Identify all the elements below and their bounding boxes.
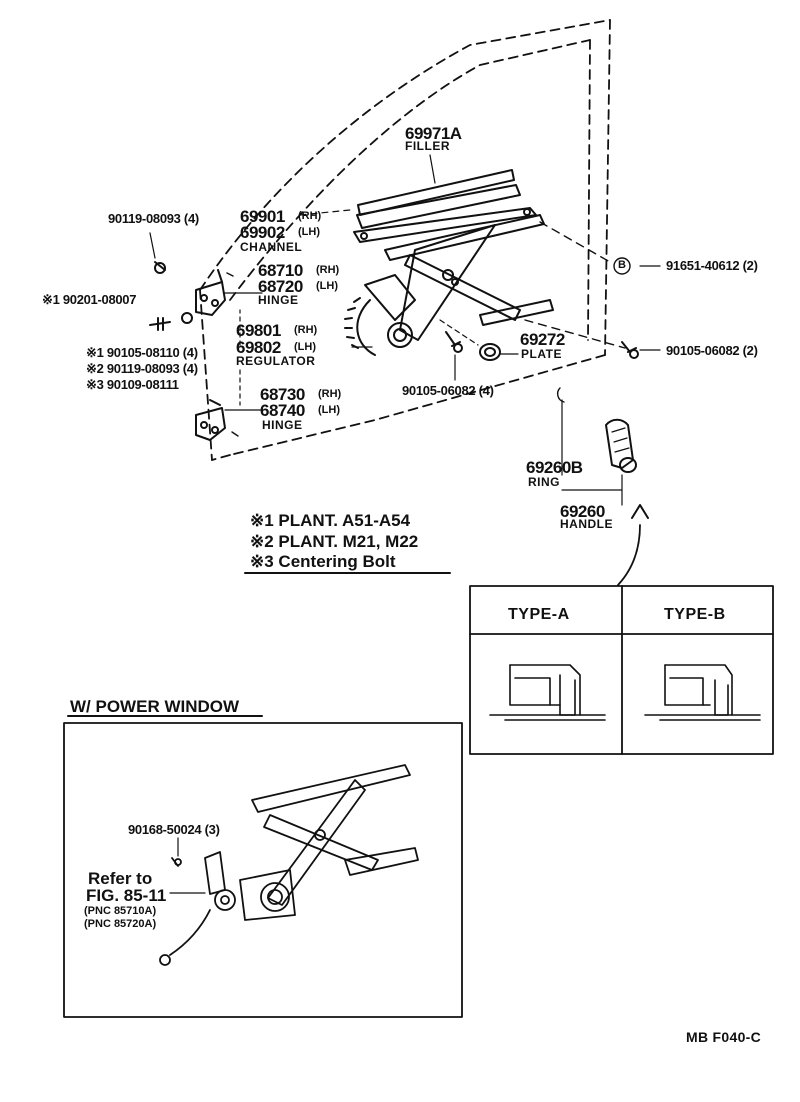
regulator-part-name: REGULATOR xyxy=(236,354,316,368)
refer-pnc-1: (PNC 85710A) xyxy=(84,905,157,917)
type-b-header: TYPE-B xyxy=(664,606,726,623)
regulator-bolt xyxy=(445,331,463,353)
ref-b-circle xyxy=(613,257,631,275)
regulator-rh-side: (RH) xyxy=(294,324,318,336)
legend-line-1: ※1 PLANT. A51-A54 xyxy=(250,511,411,530)
channel-rh-side: (RH) xyxy=(298,210,322,222)
ref-b-label: B xyxy=(618,259,626,271)
plate-part-name: PLATE xyxy=(521,347,562,361)
upper-hinge-lh-part-number: 68720 xyxy=(258,277,303,296)
bolt-90109-08111-label: ※3 90109-08111 xyxy=(86,377,179,392)
handle-part-number: 69260 xyxy=(560,502,605,521)
upper-hinge-rh-part-number: 68710 xyxy=(258,261,303,280)
channel-rh-part-number: 69901 xyxy=(240,207,285,226)
power-window-box xyxy=(63,722,463,1018)
legend-line-2: ※2 PLANT. M21, M22 xyxy=(250,532,419,551)
legend-line-3: ※3 Centering Bolt xyxy=(250,552,396,571)
lower-hinge-part-name: HINGE xyxy=(262,418,303,432)
upper-hinge-lh-side: (LH) xyxy=(316,280,338,292)
refer-fig-label: FIG. 85-11 xyxy=(86,886,167,905)
type-a-detail xyxy=(489,664,606,721)
lower-hinge-rh-part-number: 68730 xyxy=(260,385,305,404)
figure-code: MB F040-C xyxy=(686,1029,762,1045)
leader-lines xyxy=(149,232,661,411)
plate-part xyxy=(439,319,501,361)
bolt-90105-06082-4-label: 90105-06082 (4) xyxy=(402,383,494,398)
upper-hinge-bolt xyxy=(154,261,166,274)
plate-part-number: 69272 xyxy=(520,330,565,349)
filler-strip xyxy=(357,154,515,216)
channel-part-name: CHANNEL xyxy=(240,240,303,254)
upper-hinge xyxy=(195,269,234,316)
channel-lh-part-number: 69902 xyxy=(240,223,285,242)
lower-hinge xyxy=(195,399,239,441)
regulator-lh-side: (LH) xyxy=(294,341,316,353)
type-box xyxy=(469,585,774,755)
window-handle xyxy=(556,387,637,506)
bolt-90168-50024-label: 90168-50024 (3) xyxy=(128,822,220,837)
lower-hinge-lh-side: (LH) xyxy=(318,404,340,416)
bolt-90119-08093-label: 90119-08093 (4) xyxy=(108,211,199,226)
refer-pnc-2: (PNC 85720A) xyxy=(84,918,157,930)
bolt-90105-08110-label: ※1 90105-08110 (4) xyxy=(86,345,198,360)
type-b-detail xyxy=(644,664,761,721)
power-regulator xyxy=(159,764,419,966)
right-bolt xyxy=(621,341,639,359)
refer-to-label: Refer to xyxy=(88,869,153,888)
upper-hinge-part-name: HINGE xyxy=(258,293,299,307)
ring-part-name: RING xyxy=(528,475,560,489)
screw-91651-40612-label: 91651-40612 (2) xyxy=(666,258,758,273)
bolt-90105-06082-2-label: 90105-06082 (2) xyxy=(666,343,758,358)
bolt-90119-08093b-label: ※2 90119-08093 (4) xyxy=(86,361,198,376)
power-window-title: W/ POWER WINDOW xyxy=(70,697,240,716)
hinge-bolt-left xyxy=(149,312,193,331)
type-a-header: TYPE-A xyxy=(508,606,570,623)
door-frame-outline xyxy=(199,19,611,461)
filler-part-number: 69971A xyxy=(405,124,462,143)
type-arrow xyxy=(617,504,649,586)
handle-part-name: HANDLE xyxy=(560,517,613,531)
channel-lh-side: (LH) xyxy=(298,226,320,238)
filler-part-name: FILLER xyxy=(405,139,450,153)
regulator-rh-part-number: 69801 xyxy=(236,321,281,340)
regulator-lh-part-number: 69802 xyxy=(236,338,281,357)
lower-hinge-lh-part-number: 68740 xyxy=(260,401,305,420)
upper-hinge-rh-side: (RH) xyxy=(316,264,340,276)
ring-part-number: 69260B xyxy=(526,458,583,477)
regulator-assembly xyxy=(344,214,554,356)
lower-hinge-rh-side: (RH) xyxy=(318,388,342,400)
bolt-90201-08007-label: ※1 90201-08007 xyxy=(42,292,137,307)
